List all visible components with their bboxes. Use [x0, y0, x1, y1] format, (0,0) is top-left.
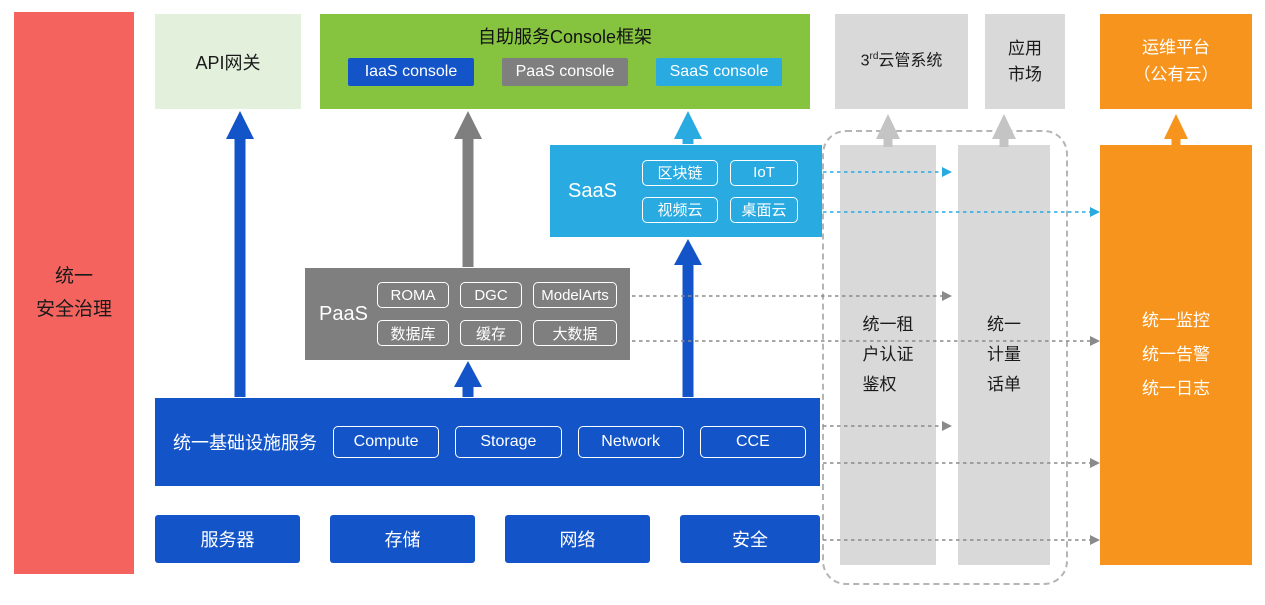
app-market-label: 应用 市场 — [1008, 39, 1042, 84]
monitoring-label: 统一监控 统一告警 统一日志 — [1142, 311, 1210, 398]
paas-service-roma: ROMA — [377, 282, 449, 308]
resource-box-network: 网络 — [505, 515, 650, 563]
iaas-console-chip: IaaS console — [348, 58, 474, 86]
arrow-infra-to-api-gateway — [226, 111, 254, 397]
third-party-prefix: 3 — [860, 52, 870, 70]
third-party-cloud-mgmt-box: 3rd云管系统 — [835, 14, 968, 109]
console-framework-title: 自助服务Console框架 — [477, 27, 653, 47]
infrastructure-box: 统一基础设施服务 Compute Storage Network CCE — [155, 398, 820, 486]
tenant-auth-label: 统一租 户认证 鉴权 — [862, 315, 914, 394]
metering-box: 统一 计量 话单 — [958, 145, 1050, 565]
third-party-cloud-mgmt-label: 3rd云管系统 — [861, 49, 943, 73]
saas-service-blockchain: 区块链 — [642, 159, 718, 186]
tenant-auth-box: 统一租 户认证 鉴权 — [840, 145, 936, 565]
saas-service-iot: IoT — [730, 159, 798, 186]
saas-service-desktop-cloud: 桌面云 — [730, 196, 798, 223]
paas-services-grid: ROMA DGC ModelArts 数据库 缓存 大数据 — [377, 282, 617, 346]
app-market-box: 应用 市场 — [985, 14, 1065, 109]
infra-service-network: Network — [577, 426, 684, 458]
resource-server-label: 服务器 — [200, 530, 255, 550]
console-chip-row: IaaS console PaaS console SaaS console — [320, 58, 810, 86]
saas-label: SaaS — [568, 179, 617, 202]
saas-service-video-cloud: 视频云 — [642, 196, 718, 223]
api-gateway-label: API网关 — [195, 52, 261, 73]
paas-console-chip: PaaS console — [502, 58, 628, 86]
om-platform-label: 运维平台 （公有云） — [1133, 38, 1219, 84]
api-gateway-box: API网关 — [155, 14, 301, 109]
resource-box-server: 服务器 — [155, 515, 300, 563]
arrow-monitoring-to-om-platform — [1164, 114, 1188, 147]
paas-service-bigdata: 大数据 — [533, 320, 617, 346]
security-governance-label: 统一 安全治理 — [35, 265, 112, 320]
resource-box-storage: 存储 — [330, 515, 475, 563]
infra-service-compute: Compute — [333, 426, 440, 458]
resource-security-label: 安全 — [732, 530, 768, 550]
resource-storage-label: 存储 — [384, 530, 421, 550]
om-platform-box: 运维平台 （公有云） — [1100, 14, 1252, 109]
third-party-suffix: 云管系统 — [878, 52, 943, 70]
paas-service-cache: 缓存 — [460, 320, 522, 346]
paas-service-dgc: DGC — [460, 282, 522, 308]
infrastructure-label: 统一基础设施服务 — [173, 433, 317, 453]
resource-network-label: 网络 — [559, 530, 596, 550]
saas-console-chip: SaaS console — [656, 58, 782, 86]
arrow-paas-to-console — [454, 111, 482, 267]
paas-service-modelarts: ModelArts — [533, 282, 617, 308]
monitoring-box: 统一监控 统一告警 统一日志 — [1100, 145, 1252, 565]
security-governance-box: 统一 安全治理 — [14, 12, 134, 574]
third-party-superscript: rd — [869, 51, 879, 63]
paas-box: PaaS ROMA DGC ModelArts 数据库 缓存 大数据 — [305, 268, 630, 360]
paas-service-database: 数据库 — [377, 320, 449, 346]
tenant-billing-dashed-frame — [822, 130, 1068, 585]
arrow-saas-to-console — [674, 111, 702, 144]
arrow-infra-to-paas — [454, 361, 482, 397]
infra-service-cce: CCE — [699, 426, 806, 458]
arrow-infra-to-saas — [674, 239, 702, 397]
infra-service-storage: Storage — [455, 426, 562, 458]
saas-services-grid: 区块链 IoT 视频云 桌面云 — [642, 159, 798, 223]
infrastructure-services: Compute Storage Network CCE — [333, 426, 806, 458]
saas-box: SaaS 区块链 IoT 视频云 桌面云 — [550, 145, 822, 237]
resource-box-security: 安全 — [680, 515, 820, 563]
paas-label: PaaS — [319, 302, 368, 325]
metering-label: 统一 计量 话单 — [987, 315, 1021, 394]
console-framework-box: 自助服务Console框架 IaaS console PaaS console … — [320, 14, 810, 109]
